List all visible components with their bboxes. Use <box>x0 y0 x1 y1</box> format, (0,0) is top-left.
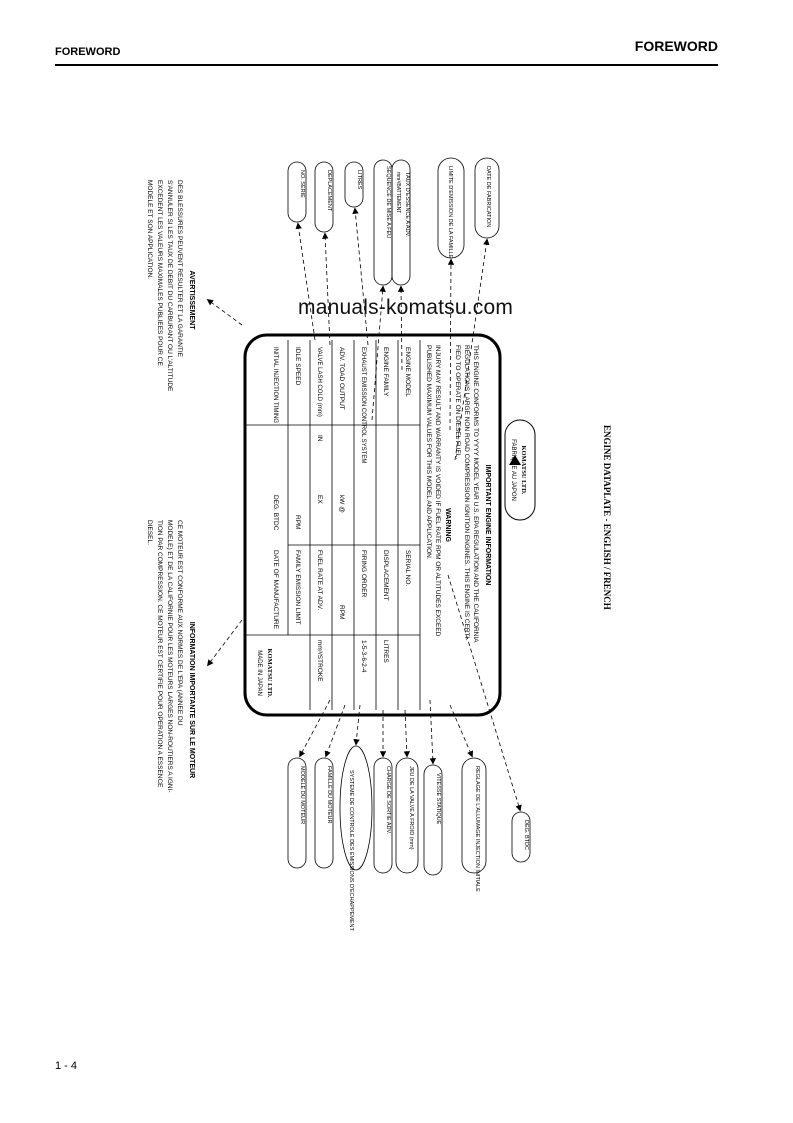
plate-displacement: DISPLACEMENT <box>382 550 389 601</box>
plate-injection-timing: INITIAL INJECTION TIMING <box>272 347 278 423</box>
information-fr-line-1: CE MOTEUR EST CONFORME AUX NORMES DE L'E… <box>176 520 183 726</box>
svg-text:SEQUENCE DE MISE A FEU: SEQUENCE DE MISE A FEU <box>385 166 391 238</box>
left-label-reglage: REGLAGE DE L'ALLUMAGE INJECTION INITIALE <box>461 757 487 892</box>
plate-serial-no: SERIAL NO. <box>404 550 411 586</box>
watermark: manuals-komatsu.com <box>298 296 514 319</box>
plate-brand: KOMATSU LTD. <box>266 648 273 697</box>
plate-emission-limit: FAMILY EMISSION LIMIT <box>294 550 301 625</box>
left-label-systeme: SYSTEME DE CONTROLE DES EMISSIONS D'ECHA… <box>339 745 373 932</box>
plate-conform-line-3: FIED TO OPERATE ON DIESEL FUEL. <box>454 345 461 459</box>
information-fr-line-3: TION PAR COMPRESSION. CE MOTEUR EST CERT… <box>156 520 163 788</box>
plate-litres: LITRES <box>382 640 389 663</box>
left-label-btdc: DEG. BTDC <box>511 811 531 863</box>
plate-in: IN <box>316 435 323 442</box>
svg-text:NO. SERIE: NO. SERIE <box>299 170 305 198</box>
information-fr-line-2: MODELE) ET DE LA CALIFORNIE POUR LES MOT… <box>166 520 173 793</box>
svg-text:TAUX D'ESSENCE A ADV.: TAUX D'ESSENCE A ADV. <box>404 172 410 238</box>
information-fr-block: INFORMATION IMPORTANTE SUR LE MOTEUR CE … <box>146 520 195 793</box>
right-label-deplacement: DEPLACEMENT <box>314 161 334 233</box>
plate-firing-order: FIRING ORDER <box>360 550 367 598</box>
avertissement-line-3: EXCEDENT LES VALEURS MAXIMALES PUBLIEES … <box>156 180 163 366</box>
right-label-sequence: SEQUENCE DE MISE A FEU <box>373 159 393 286</box>
svg-text:SYSTEME DE CONTROLE DES EMISSI: SYSTEME DE CONTROLE DES EMISSIONS D'ECHA… <box>348 770 354 932</box>
plate-date-manufacture: DATE OF MANUFACTURE <box>272 550 279 630</box>
plate-emission-system: EXHAUST EMISSION CONTROL SYSTEM <box>360 347 366 463</box>
plate-warning-title: WARNING <box>444 508 451 542</box>
svg-text:DEPLACEMENT: DEPLACEMENT <box>326 170 332 212</box>
plate-stroke: mm³/STROKE <box>316 640 323 682</box>
svg-text:LITRES: LITRES <box>356 170 362 190</box>
figure-caption: ENGINE DATAPLATE - ENGLISH / FRENCH <box>602 425 612 610</box>
left-label-vitesse: VITESSE STATIQUE <box>423 764 443 876</box>
left-label-jeu: JEU DE LA VALVE A FROID (mm) <box>395 757 419 874</box>
plate-idle-speed: IDLE SPEED <box>294 347 301 386</box>
right-label-serie: NO. SERIE <box>287 161 307 223</box>
avertissement-block: AVERTISSEMENT DES BLESSURES PEUVENT RESU… <box>146 180 195 392</box>
plate-ex: EX <box>316 495 323 504</box>
svg-text:LIMITE D'EMISSION DE LA FAMILL: LIMITE D'EMISSION DE LA FAMILLE <box>447 166 453 259</box>
header-left: FOREWORD <box>55 46 121 58</box>
left-label-famille: FAMILLE DU MOTEUR <box>314 757 334 869</box>
svg-text:REGLAGE DE L'ALLUMAGE INJECTIO: REGLAGE DE L'ALLUMAGE INJECTION INITIALE <box>474 766 480 892</box>
plate-engine-model: ENGINE MODEL <box>404 347 411 397</box>
svg-text:CHARGE DE SORTIE ADV.: CHARGE DE SORTIE ADV. <box>385 766 391 835</box>
avertissement-title: AVERTISSEMENT <box>188 271 195 331</box>
svg-text:DEG. BTDC: DEG. BTDC <box>523 820 529 850</box>
right-label-date: DATE DE FABRICATION <box>474 157 500 239</box>
plate-adv-output: ADV. TOAD OUTPUT <box>338 347 345 410</box>
left-label-modele: MODELE DU MOTEUR <box>287 757 307 869</box>
engine-dataplate: IMPORTANT ENGINE INFORMATION THIS ENGINE… <box>243 333 502 717</box>
avertissement-line-2: S'ANNULER SI LES TAUX DE DEBIT DU CARBUR… <box>166 180 173 392</box>
plate-conform-line-2: REGULATIONS LARGE NON ROAD COMPRESSION I… <box>463 345 470 640</box>
svg-text:JEU DE LA VALVE A FROID (mm): JEU DE LA VALVE A FROID (mm) <box>408 766 414 850</box>
left-label-charge: CHARGE DE SORTIE ADV. <box>373 757 393 874</box>
right-label-limite: LIMITE D'EMISSION DE LA FAMILLE <box>437 157 465 259</box>
svg-text:MODELE DU MOTEUR: MODELE DU MOTEUR <box>299 766 305 824</box>
header-rule <box>55 64 718 66</box>
avertissement-line-1: DES BLESSURES PEUVENT RESULTER ET LA GAR… <box>176 180 183 358</box>
information-fr-title: INFORMATION IMPORTANTE SUR LE MOTEUR <box>188 622 195 778</box>
information-fr-line-4: DIESEL. <box>146 520 153 545</box>
svg-text:DATE DE FABRICATION: DATE DE FABRICATION <box>485 166 491 227</box>
plate-fuel-rate: FUEL RATE AT ADV. <box>316 550 323 610</box>
plate-conform-line-1: THIS ENGINE CONFORMS TO YYYY MODEL YEAR … <box>472 345 479 643</box>
plate-engine-family: ENGINE FAMILY <box>382 347 389 397</box>
plate-kw: kW @ <box>338 495 345 513</box>
header-right: FOREWORD <box>634 38 718 54</box>
plate-title: IMPORTANT ENGINE INFORMATION <box>484 465 491 586</box>
plate-warning-line-2: PUBLISHED MAXIMUM VALUES FOR THIS MODEL … <box>425 345 432 560</box>
svg-text:FAMILLE DU MOTEUR: FAMILLE DU MOTEUR <box>326 766 332 823</box>
svg-text:VITESSE STATIQUE: VITESSE STATIQUE <box>435 773 441 825</box>
brand-box: KOMATSU LTD. FABRIQUE AU JAPON <box>504 419 536 521</box>
svg-text:mm³/BATTEMENT: mm³/BATTEMENT <box>395 172 401 213</box>
page-number: 1 - 4 <box>55 1060 78 1072</box>
right-label-battement-group: mm³/BATTEMENT TAUX D'ESSENCE A ADV. <box>391 159 411 286</box>
plate-idle-rpm: RPM <box>294 515 301 529</box>
plate-made-in: MADE IN JAPAN <box>256 650 262 696</box>
plate-warning-line-1: INJURY MAY RESULT AND WARRANTY IS VOIDED… <box>434 345 441 637</box>
plate-firing-value: 1-5-3-6-2-4 <box>360 640 367 673</box>
plate-rpm: RPM <box>338 605 345 619</box>
right-label-litres: LITRES <box>344 161 364 208</box>
plate-valve-lash: VALVE LASH COLD (mm) <box>316 347 322 417</box>
brand-box-l1: KOMATSU LTD. <box>520 445 527 494</box>
plate-deg-btdc: DEG. BTDC <box>272 495 279 531</box>
brand-box-l2: FABRIQUE AU JAPON <box>510 439 516 501</box>
avertissement-line-4: MODELE ET SON APPLICATION. <box>146 180 153 279</box>
